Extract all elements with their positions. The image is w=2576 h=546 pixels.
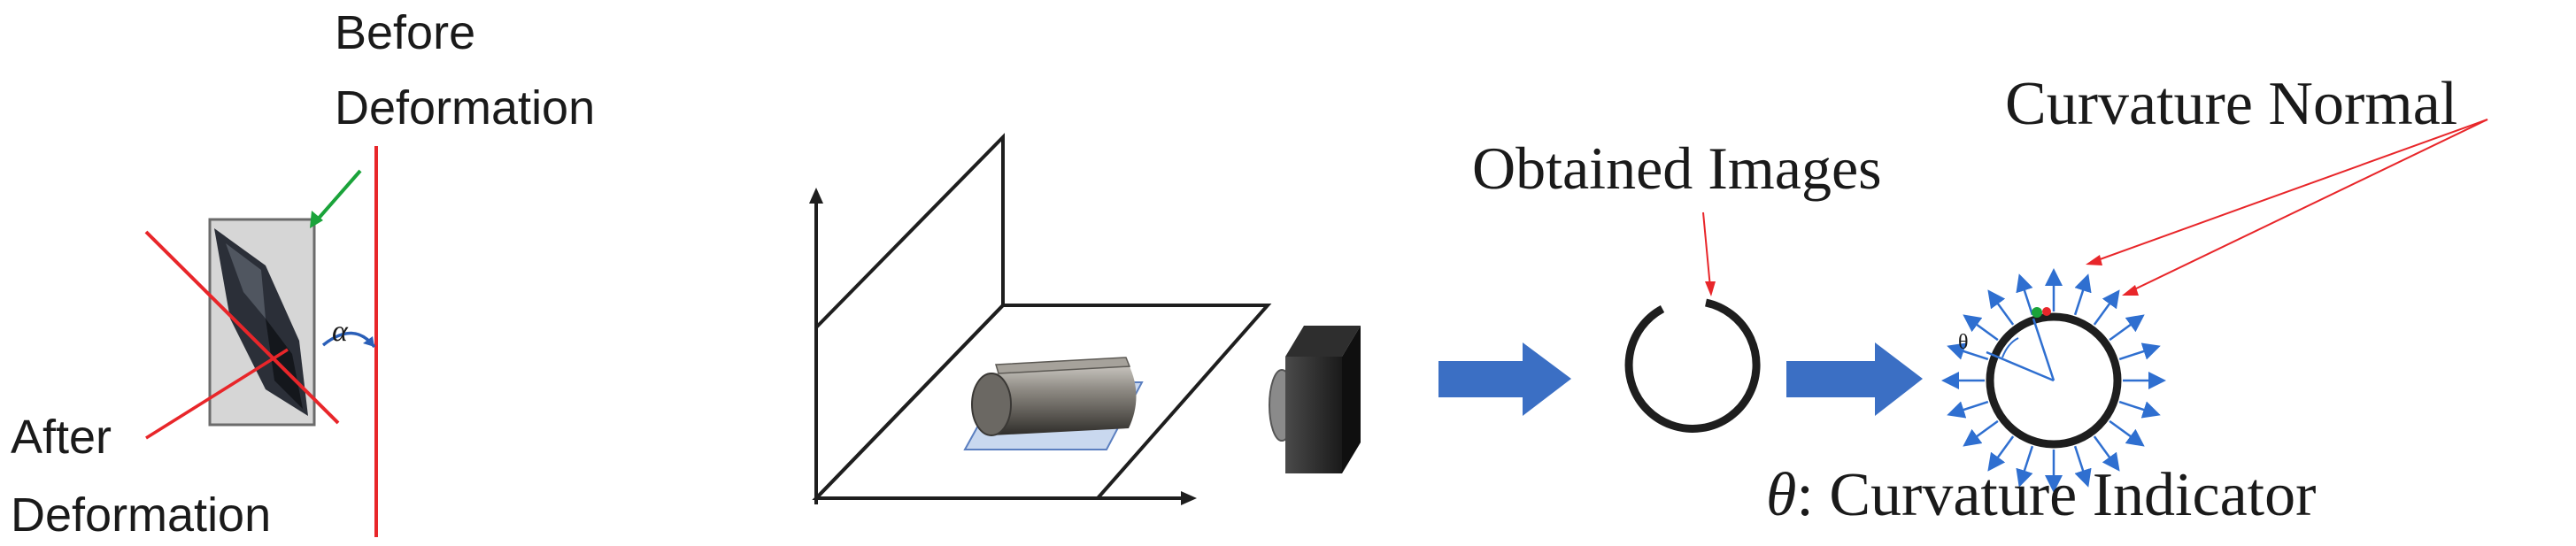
curvature-normal-arrow — [1987, 289, 2015, 326]
ring-marker-red — [2042, 307, 2051, 316]
imaging-setup — [809, 133, 1361, 505]
normal-pointer-2 — [2128, 119, 2488, 293]
rolled-specimen-edge — [995, 357, 1131, 374]
curvature-normal-arrow — [2016, 273, 2034, 316]
before-pointer-shaft — [314, 169, 362, 223]
x-axis-head — [1181, 491, 1197, 505]
curvature-normal-arrow — [1963, 314, 1999, 342]
curvature-normal-arrow — [1947, 342, 1989, 361]
curvature-normal-arrow — [1963, 419, 1999, 447]
twisted-specimen-highlight — [226, 243, 266, 319]
alpha-label: α — [332, 315, 349, 348]
flow-arrow-2 — [1786, 342, 1923, 416]
theta-small-label: θ — [1958, 331, 1969, 354]
floor-plane — [812, 304, 1272, 500]
y-axis-head — [809, 188, 823, 204]
normal-pointer-2-head — [2122, 285, 2139, 296]
obtained-image-panel: Obtained Images — [1472, 135, 1882, 433]
theta-ray-2 — [1986, 350, 2055, 382]
before-pointer-head — [310, 211, 323, 228]
curvature-normal-arrow — [2073, 273, 2092, 316]
obtained-images-pointer — [1702, 211, 1711, 288]
theta-angle-arc — [2001, 337, 2019, 358]
alpha-arc — [321, 331, 376, 349]
theta-ray-1 — [2032, 318, 2055, 381]
after-deformation-label-line2: Deformation — [11, 488, 271, 542]
before-deformation-label-line2: Deformation — [335, 81, 595, 135]
curvature-normal-arrow — [1987, 435, 2015, 472]
curvature-normal-arrow — [1947, 400, 1989, 419]
curvature-normal-arrow — [2073, 445, 2092, 488]
theta-symbol: θ — [1766, 461, 1796, 529]
rolled-specimen — [991, 365, 1137, 435]
camera-icon — [1269, 326, 1361, 473]
obtained-images-pointer-head — [1705, 281, 1716, 296]
curvature-normal-arrow — [2093, 289, 2120, 326]
curvature-indicator-label: θ: Curvature Indicator — [1766, 461, 2316, 529]
obtained-image-ring — [1624, 298, 1761, 433]
ring-marker-green — [2032, 307, 2042, 318]
flow-arrow-1 — [1438, 342, 1571, 416]
curvature-normal-arrow — [2093, 435, 2120, 472]
rolled-specimen-end — [971, 373, 1012, 436]
normal-pointer-1 — [2092, 119, 2488, 263]
curvature-normal-arrow — [2118, 400, 2161, 419]
deformation-panel: α Before Deformation After Deformation — [11, 6, 595, 542]
curvature-normal-arrow — [2109, 419, 2145, 447]
curvature-normal-arrow — [2118, 342, 2161, 361]
curvature-normal-label: Curvature Normal — [2005, 70, 2457, 138]
alpha-arc-head — [363, 336, 374, 347]
obtained-images-label: Obtained Images — [1472, 135, 1882, 202]
curvature-normals — [1941, 268, 2166, 493]
after-deformation-label-line1: After — [11, 411, 112, 464]
curvature-ring — [1986, 312, 2122, 449]
curvature-normal-arrow — [2016, 445, 2034, 488]
normal-pointer-1-head — [2086, 255, 2102, 265]
after-deformation-line — [144, 230, 340, 425]
curvature-indicator-text: : Curvature Indicator — [1796, 461, 2316, 529]
before-deformation-label-line1: Before — [335, 6, 475, 59]
twisted-specimen-shadow — [266, 319, 303, 409]
curvature-normal-arrow — [2109, 314, 2145, 342]
curvature-analysis-panel: θ Curvature Normal θ: Curvature Indicato… — [1766, 70, 2488, 529]
after-pointer-line — [145, 348, 289, 440]
